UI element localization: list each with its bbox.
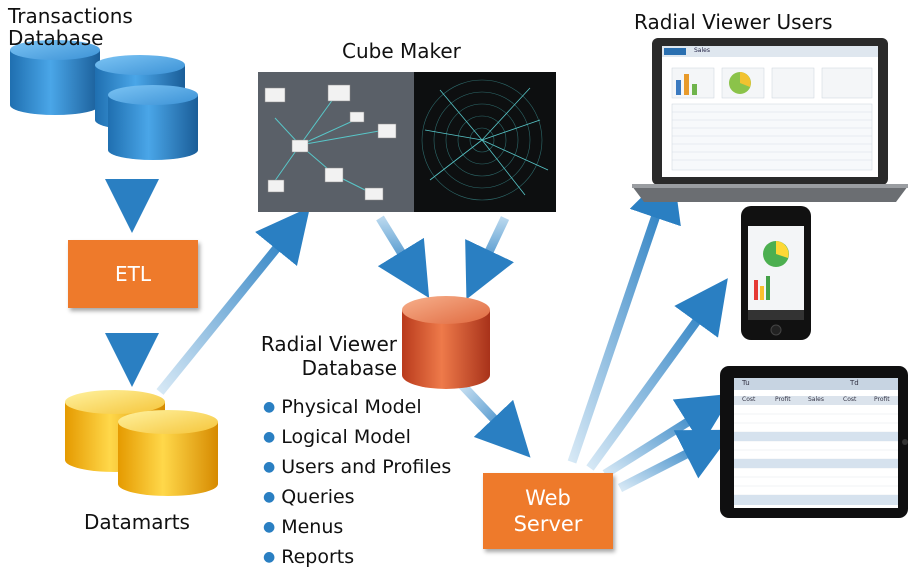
transactions-database-label-line2: Database xyxy=(8,26,104,50)
tablet-group-header-2: Td xyxy=(850,379,859,387)
tablet-col-sales: Sales xyxy=(808,396,824,403)
transactions-database-label-line1: Transactions xyxy=(8,4,133,28)
arrow-cube-to-rvdb-left xyxy=(376,215,430,299)
arrow-web-to-phone xyxy=(586,278,728,471)
cube-maker-label: Cube Maker xyxy=(342,39,461,63)
arrow-web-to-tablet-low xyxy=(617,429,735,493)
arrow-web-to-tablet xyxy=(602,393,733,478)
web-server-label-line2: Server xyxy=(513,512,583,536)
list-item: ●Physical Model xyxy=(263,396,422,418)
arrows xyxy=(105,160,735,493)
laptop-icon xyxy=(632,38,908,202)
radial-viewer-database-icon xyxy=(402,296,490,389)
arrow-cube-to-rvdb-right xyxy=(465,216,514,300)
list-item-label: Users and Profiles xyxy=(281,456,452,478)
web-server-box: Web Server xyxy=(483,473,613,549)
list-item: ●Logical Model xyxy=(263,426,411,448)
cube-maker-screenshot xyxy=(258,72,556,212)
tablet-group-header-1: Tu xyxy=(742,379,750,387)
list-item-label: Reports xyxy=(281,546,355,568)
tablet-col-cost-1: Cost xyxy=(742,396,756,403)
architecture-diagram xyxy=(10,38,908,518)
list-item-label: Queries xyxy=(281,486,355,508)
radial-viewer-users-label: Radial Viewer Users xyxy=(634,10,833,34)
list-item-label: Logical Model xyxy=(281,426,411,448)
database-contents-list: ●Physical Model ●Logical Model ●Users an… xyxy=(263,393,451,573)
list-item: ●Reports xyxy=(263,546,355,568)
transactions-database-icon xyxy=(10,40,198,160)
list-item-label: Physical Model xyxy=(281,396,422,418)
arrow-datamarts-to-cube xyxy=(156,207,311,395)
etl-box: ETL xyxy=(68,240,198,308)
tablet-col-profit-1: Profit xyxy=(775,396,791,403)
web-server-label-line1: Web xyxy=(525,486,571,510)
laptop-screen-title: Sales xyxy=(694,47,710,54)
list-item: ●Menus xyxy=(263,516,344,538)
tablet-col-cost-2: Cost xyxy=(843,396,857,403)
arrow-rvdb-to-webserver xyxy=(458,381,531,458)
phone-icon xyxy=(741,206,811,340)
arrow-web-to-laptop xyxy=(567,166,681,464)
tablet-col-profit-2: Profit xyxy=(874,396,890,403)
radial-viewer-database-label-line1: Radial Viewer xyxy=(260,332,397,356)
list-item: ●Users and Profiles xyxy=(263,456,452,478)
list-item: ●Queries xyxy=(263,486,355,508)
radial-viewer-database-label-line2: Database xyxy=(301,356,397,380)
tablet-icon xyxy=(720,366,908,518)
list-item-label: Menus xyxy=(281,516,344,538)
datamarts-icon xyxy=(65,390,218,496)
radial-viewer-database-label: Radial Viewer Database xyxy=(237,332,397,380)
transactions-database-label: Transactions Database xyxy=(8,5,133,49)
datamarts-label: Datamarts xyxy=(84,510,190,534)
